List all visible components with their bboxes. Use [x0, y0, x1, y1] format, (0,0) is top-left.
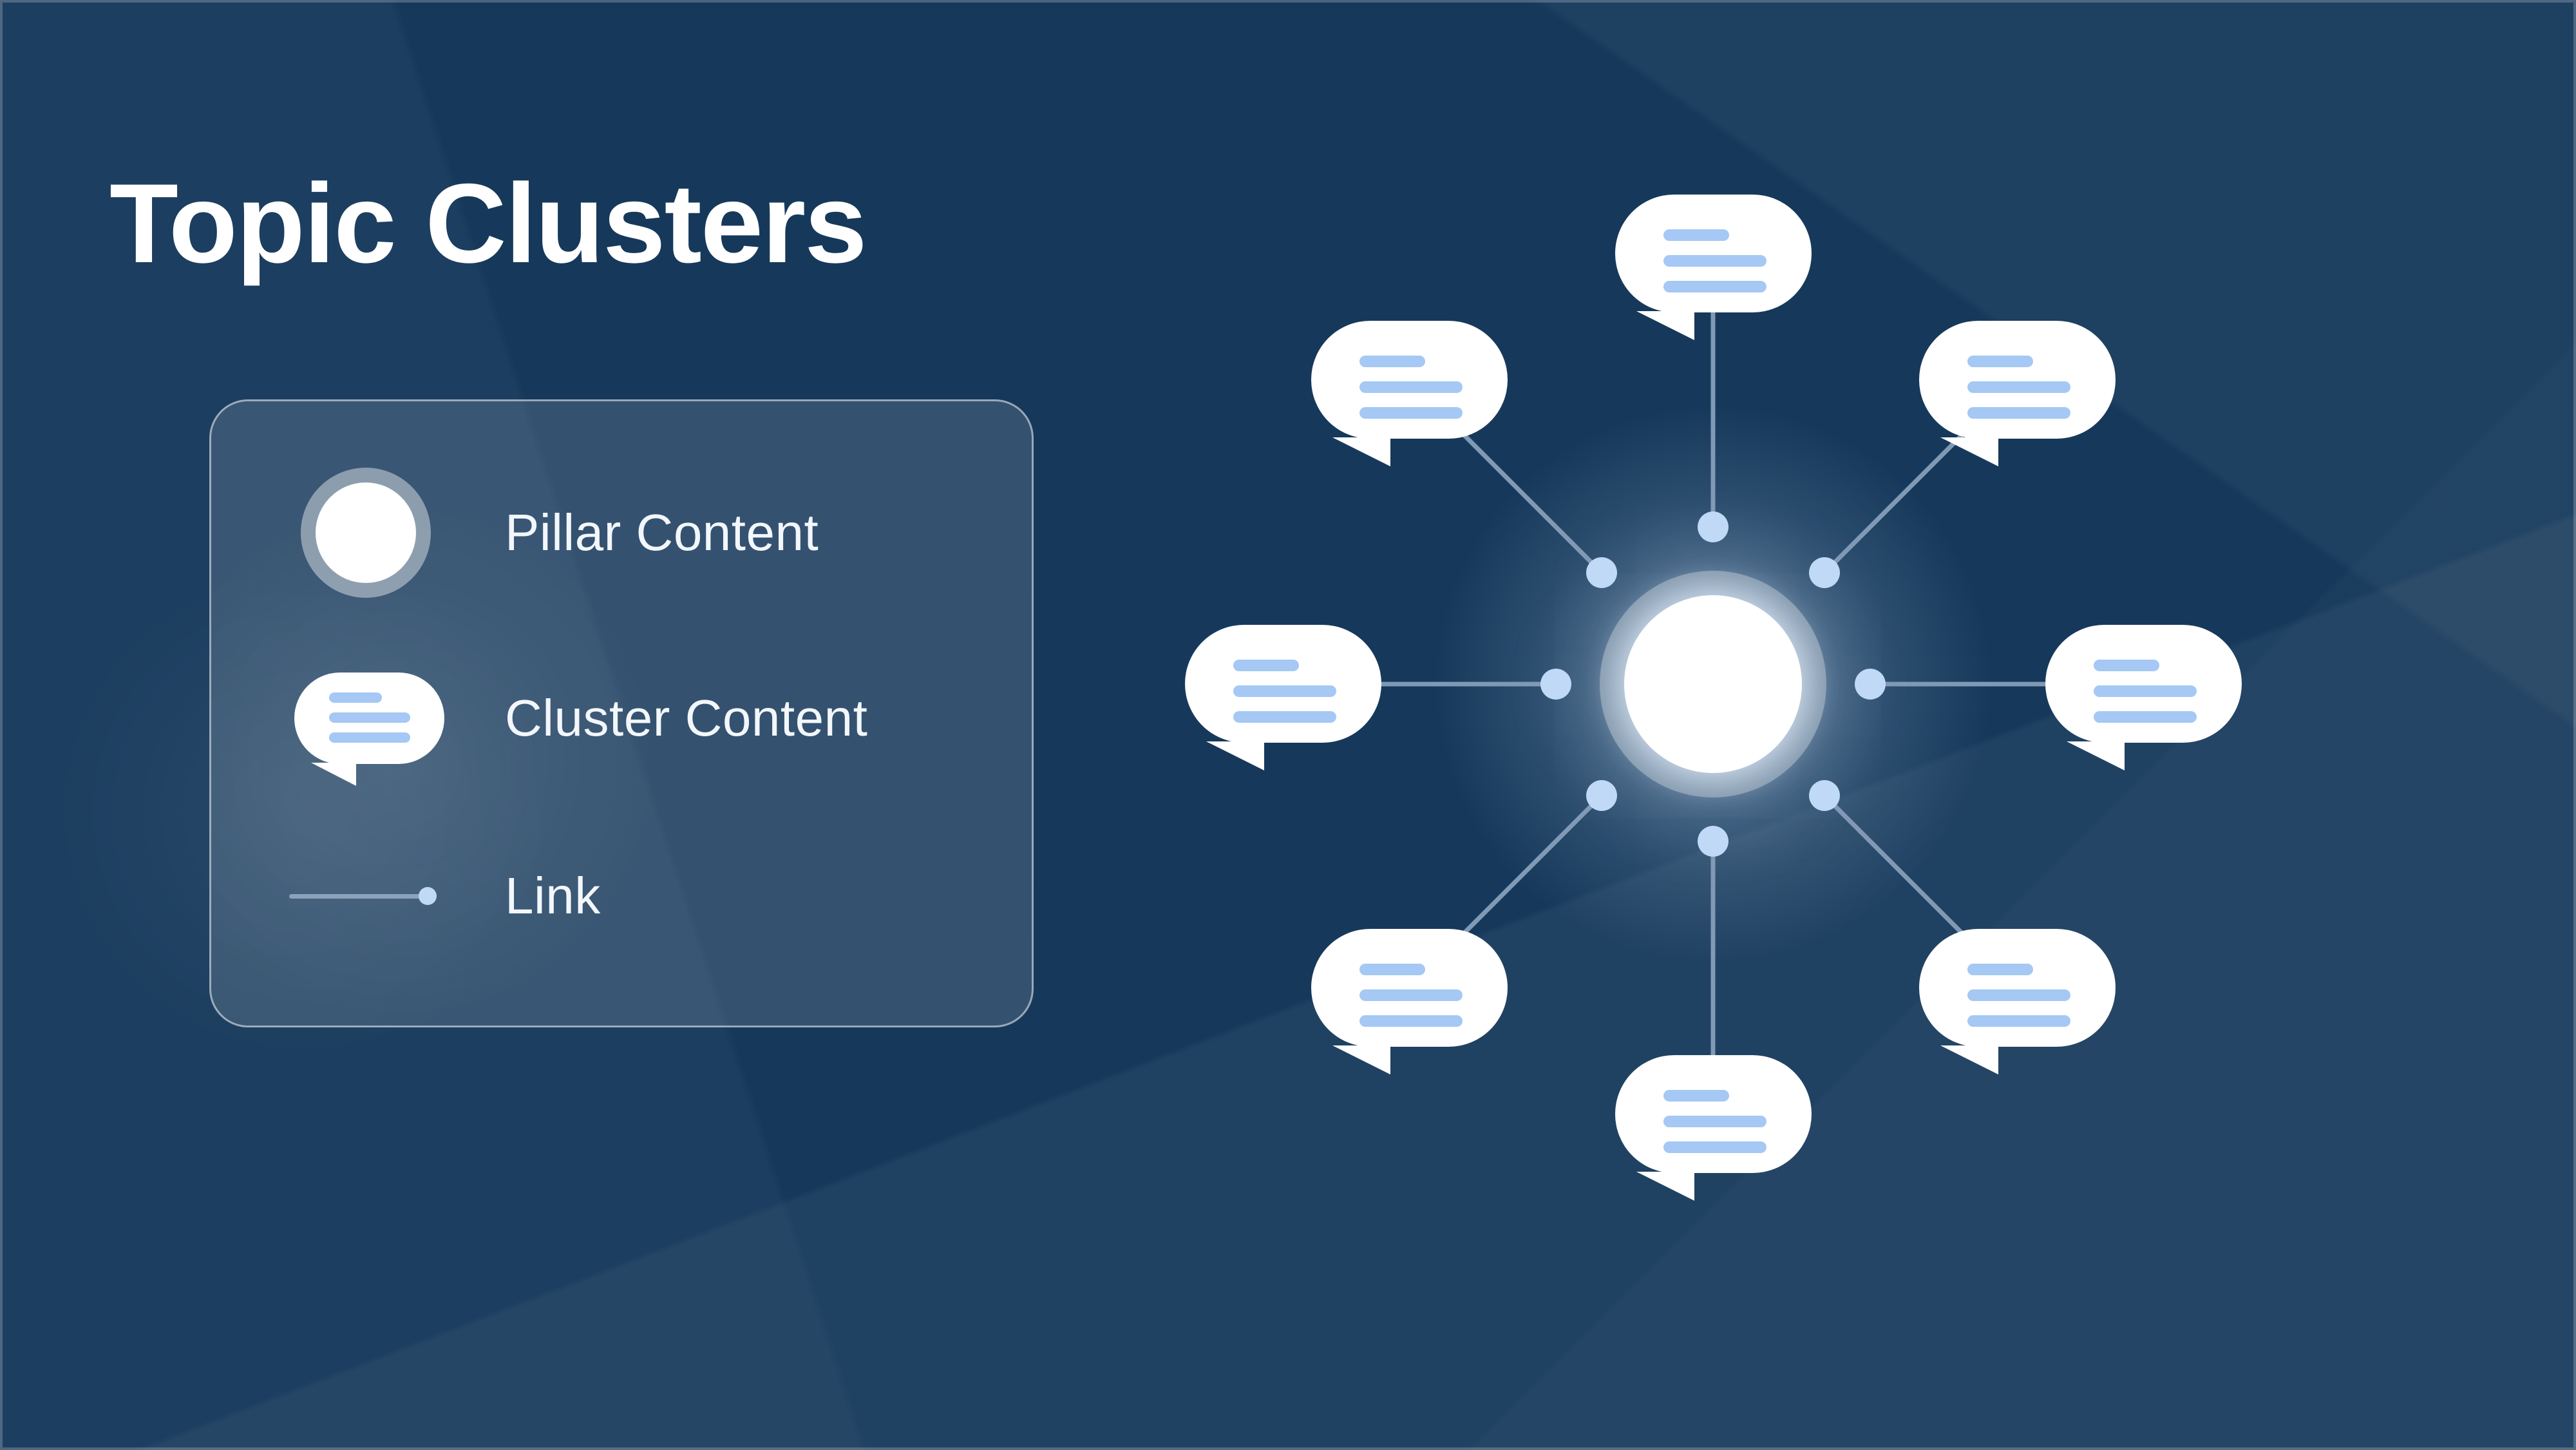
text-bar — [329, 692, 382, 703]
text-bar — [1233, 685, 1336, 697]
cluster-bubble-se — [1919, 929, 2116, 1074]
text-bar — [1663, 229, 1729, 241]
legend-panel: Pillar Content Cluster Content Link — [209, 399, 1034, 1027]
cluster-bubble-w — [1185, 625, 1381, 770]
text-bar — [1663, 1116, 1766, 1127]
cluster-bubble-sw — [1311, 929, 1508, 1074]
text-bar — [1233, 660, 1299, 671]
pillar-circle-core — [316, 482, 416, 583]
link-node-se — [1809, 780, 1840, 811]
text-bar — [2094, 685, 2197, 697]
page-title: Topic Clusters — [109, 161, 867, 287]
cluster-bubble-n — [1615, 195, 1812, 340]
text-bar — [1967, 964, 2033, 975]
text-bar — [1233, 711, 1336, 723]
text-bar — [1967, 1015, 2070, 1027]
legend-label-pillar: Pillar Content — [505, 504, 819, 561]
link-node-sw — [1586, 780, 1617, 811]
legend-label-link: Link — [505, 867, 601, 924]
text-bar — [1359, 964, 1425, 975]
text-bar — [2094, 711, 2197, 723]
cluster-bubble-e — [2045, 625, 2242, 770]
pillar-content-icon — [301, 468, 431, 598]
legend-label-cluster: Cluster Content — [505, 689, 868, 747]
text-bar — [1359, 381, 1463, 393]
cluster-bubble-nw — [1311, 321, 1508, 466]
text-bar — [1663, 1090, 1729, 1102]
link-node-n — [1698, 511, 1728, 542]
link-node-w — [1540, 669, 1571, 700]
link-node-ne — [1809, 557, 1840, 588]
link-node-s — [1698, 826, 1728, 857]
text-bar — [1967, 381, 2070, 393]
text-bar — [1663, 255, 1766, 267]
text-bar — [1359, 356, 1425, 367]
pillar-hub — [1624, 595, 1802, 773]
cluster-bubble-ne — [1919, 321, 2116, 466]
cluster-bubble-s — [1615, 1055, 1812, 1201]
text-bar — [1359, 1015, 1463, 1027]
text-bar — [1359, 989, 1463, 1001]
text-bar — [1967, 407, 2070, 419]
text-bar — [1359, 407, 1463, 419]
link-node-nw — [1586, 557, 1617, 588]
text-bar — [1967, 356, 2033, 367]
text-bar — [1967, 989, 2070, 1001]
link-dot-icon — [419, 887, 437, 905]
text-bar — [1663, 1141, 1766, 1153]
text-bar — [1663, 281, 1766, 292]
text-bar — [329, 732, 410, 743]
link-line-icon — [289, 894, 421, 899]
text-bar — [329, 712, 410, 723]
text-bar — [2094, 660, 2159, 671]
link-node-e — [1855, 669, 1886, 700]
